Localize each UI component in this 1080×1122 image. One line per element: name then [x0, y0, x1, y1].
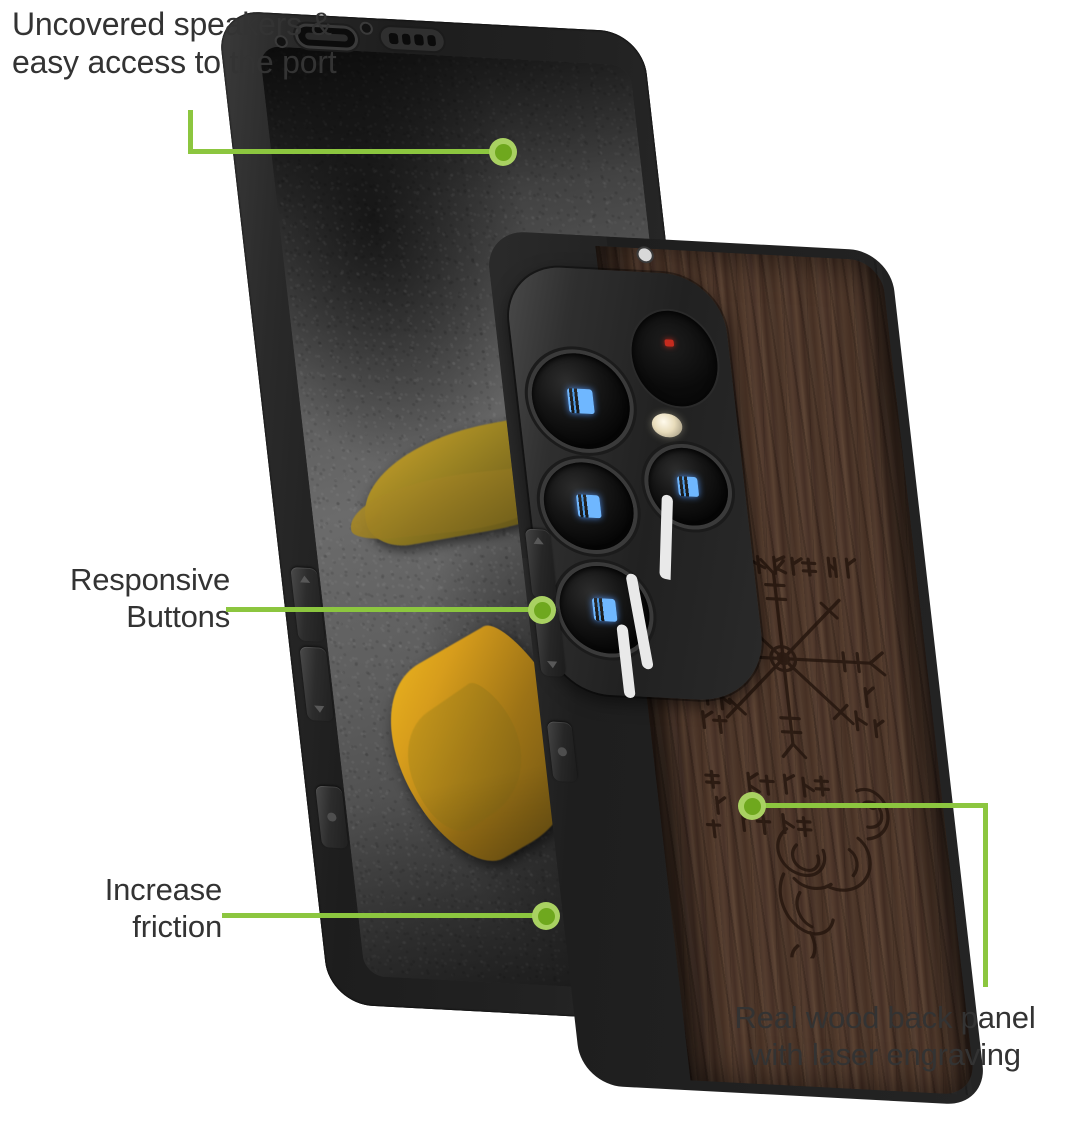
callout-line-buttons-horizontal — [226, 607, 536, 612]
power-key-back[interactable] — [546, 721, 578, 783]
callout-line-friction-horizontal — [222, 913, 542, 918]
callout-marker-wood-panel[interactable] — [738, 792, 766, 820]
callout-marker-increase-friction[interactable] — [532, 902, 560, 930]
camera-lens-main — [526, 350, 635, 452]
callout-marker-responsive-buttons[interactable] — [528, 596, 556, 624]
laser-autofocus-sensor-icon — [626, 308, 723, 409]
callout-label-speakers-port: Uncovered speakers & easy access to the … — [12, 6, 337, 80]
callout-label-responsive-buttons: Responsive Buttons — [70, 562, 230, 634]
callout-label-wood-panel: Real wood back panel with laser engravin… — [734, 1000, 1036, 1072]
led-flash-icon — [650, 412, 684, 439]
camera-lens-periscope — [644, 445, 733, 528]
callout-line-wood-horizontal — [760, 803, 988, 808]
callout-line-speakers-vertical — [188, 110, 193, 154]
callout-line-speakers-horizontal — [188, 149, 510, 154]
speaker-grille-icon — [379, 26, 445, 52]
callout-line-wood-vertical — [983, 803, 988, 987]
camera-lens-ultrawide — [539, 460, 639, 553]
callout-marker-speakers-port[interactable] — [489, 138, 517, 166]
microphone-hole-secondary-icon — [361, 23, 372, 33]
callout-label-increase-friction: Increase friction — [104, 872, 223, 944]
